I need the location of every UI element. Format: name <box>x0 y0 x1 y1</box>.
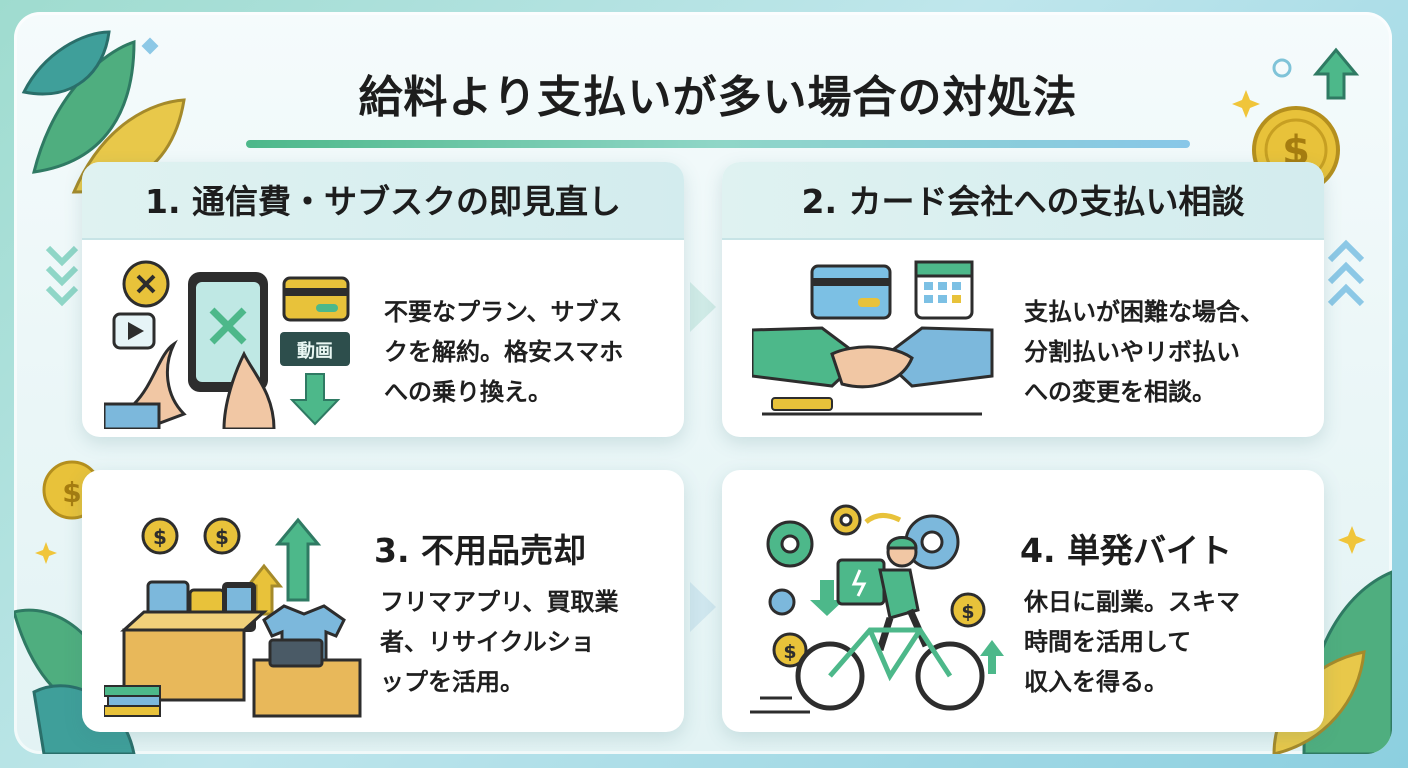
delivery-bag-icon <box>836 558 886 606</box>
dollar-coin-icon: $ $ <box>141 517 241 555</box>
credit-card-icon <box>810 264 892 320</box>
books-icon <box>104 685 161 697</box>
card-heading: 1. 通信費・サブスクの即見直し <box>82 162 684 240</box>
leaf-icon <box>21 30 186 194</box>
svg-text:$: $ <box>215 525 229 549</box>
delivery-cyclist-illustration: $ $ <box>750 504 1004 714</box>
handshake-illustration <box>752 260 994 416</box>
close-icon <box>136 274 156 294</box>
handshake-icon <box>830 345 914 389</box>
svg-text:$: $ <box>783 641 796 663</box>
title-underline <box>246 140 1190 148</box>
helmet-icon <box>886 536 918 550</box>
svg-text:$: $ <box>961 601 974 623</box>
sparkle-icon <box>35 90 1366 564</box>
gear-icon <box>766 504 960 616</box>
card-body: 休日に副業。スキマ 時間を活用して 収入を得る。 <box>1024 588 1240 696</box>
phone-cancel-illustration: 動画 <box>104 260 350 429</box>
sell-items-illustration: $ $ <box>104 517 362 718</box>
chevron-icon <box>45 245 79 307</box>
card-body: フリマアプリ、買取業 者、リサイクルショ ップを活用。 <box>380 588 619 696</box>
up-arrow-icon <box>274 517 322 602</box>
card-sell-unused: $ $ <box>82 470 684 732</box>
card-body: 支払いが困難な場合、 分割払いやリボ払い への変更を相談。 <box>1024 298 1264 406</box>
bicycle-icon <box>795 627 985 711</box>
card-heading: 3. 不用品売却 <box>374 531 586 570</box>
card-heading: 4. 単発バイト <box>1020 531 1232 570</box>
svg-text:$: $ <box>153 525 167 549</box>
dollar-coin-icon: $ $ <box>772 592 986 668</box>
connector-arrow-icon <box>690 282 716 332</box>
laptop-icon <box>268 638 324 668</box>
svg-text:$: $ <box>62 476 81 509</box>
down-arrow-icon <box>289 373 341 426</box>
up-arrow-icon <box>1312 47 1360 100</box>
chevron-icon <box>1327 239 1365 307</box>
page-title: 給料より支払いが多い場合の対処法 <box>358 72 1078 123</box>
credit-card-icon <box>282 276 350 322</box>
card-body: 不要なプラン、サブス クを解約。格安スマホ への乗り換え。 <box>384 298 624 406</box>
video-label: 動画 <box>297 340 333 362</box>
card-payment-consult: 2. カード会社への支払い相談 <box>722 162 1324 437</box>
cancel-x-icon <box>209 307 247 345</box>
curved-arrow-icon <box>864 513 902 524</box>
down-arrow-icon <box>810 580 844 616</box>
card-gig-work: $ $ 4. <box>722 470 1324 732</box>
up-arrow-icon <box>980 640 1004 674</box>
connector-arrow-icon <box>690 582 716 632</box>
card-telecom-review: 1. 通信費・サブスクの即見直し <box>82 162 684 437</box>
infographic-frame: $ $ 給料より支払いが多い場合の対処法 <box>14 12 1392 754</box>
card-heading: 2. カード会社への支払い相談 <box>722 162 1324 240</box>
